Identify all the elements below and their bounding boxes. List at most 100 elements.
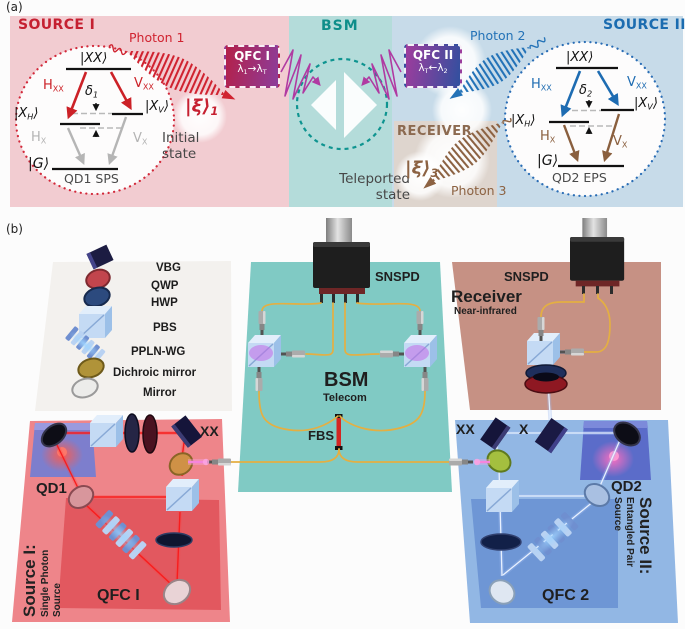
source1-side-line1: Single Photon <box>40 549 51 617</box>
filter-source1 <box>155 532 193 548</box>
source2-side-line2: Source <box>612 497 624 531</box>
source1-side-label: Source I: Single Photon Source <box>20 495 63 617</box>
delta2-label: δ2 <box>579 83 593 99</box>
glow-bsm-right <box>405 345 429 361</box>
legend-label-dichroic: Dichroic mirror <box>113 367 197 379</box>
mirror-xx-source2 <box>480 417 511 450</box>
snspd-receiver-legs <box>582 286 613 294</box>
qfc1-name: QFC I <box>234 49 270 63</box>
qfc2-region <box>471 499 618 608</box>
mirror-icon <box>71 377 99 399</box>
hxx-label-1: HXX <box>43 78 64 94</box>
bsm-triangle-left <box>311 80 336 130</box>
hx-label-1: HX <box>31 130 47 146</box>
mirror-disc-source1 <box>67 485 95 509</box>
glow-bsm-left <box>249 345 273 361</box>
xx-level-label-2: |XX⟩ <box>566 50 594 65</box>
panel-a-label: (a) <box>6 0 23 14</box>
vbg-icon <box>86 244 114 270</box>
waveplate-receiver-center <box>533 372 559 382</box>
source1-side-line2: Source <box>51 583 63 617</box>
xx-level-label-1: |XX⟩ <box>80 51 108 66</box>
dichroic-mirror-source2 <box>486 449 512 473</box>
legend-label-pbs: PBS <box>153 322 177 334</box>
bsm-circle <box>295 57 389 151</box>
snspd-bsm-legs <box>320 294 359 303</box>
qd2-label: QD2 <box>611 478 642 495</box>
telecom-photon-wave-left <box>280 49 321 100</box>
legend-panel <box>35 261 232 411</box>
qd2-circle <box>503 40 667 198</box>
bsm-triangle-right <box>344 72 377 138</box>
dichroic-mirror-source1 <box>168 452 194 476</box>
qd1-circle <box>14 44 176 196</box>
qfc2-box: QFC II λT←λ2 <box>404 44 462 88</box>
qfc2-table-label: QFC 2 <box>542 587 590 604</box>
vx-label-2: VX <box>613 134 628 150</box>
qd2-level-scheme <box>549 66 634 168</box>
g-level-label-1: |G⟩ <box>28 156 50 172</box>
snspd-receiver <box>570 218 625 287</box>
qfc1-box: QFC I λ1→λT <box>224 45 280 88</box>
receiver-table-subtitle: Near-infrared <box>454 306 517 317</box>
xx-photon-label-source1: XX <box>200 423 219 439</box>
bsm-title: BSM <box>321 18 359 34</box>
legend-label-ppln: PPLN-WG <box>131 346 186 358</box>
delta1-label: δ1 <box>85 84 99 100</box>
xh-label-1: |XH⟩ <box>14 106 39 122</box>
bsm-table-subtitle: Telecom <box>323 392 367 404</box>
vx-label-1: VX <box>133 131 148 147</box>
legend-label-vbg: VBG <box>156 262 181 274</box>
fbs-label: FBS <box>308 428 334 443</box>
xv-label-1: |XV⟩ <box>145 99 169 115</box>
fibers <box>230 293 611 463</box>
source1-title: SOURCE I <box>18 17 96 33</box>
teleported-state-caption: Teleported state <box>339 171 410 203</box>
source2-side-label: Source II: Entangled Pair Source <box>612 497 656 623</box>
pbs-source1-qfc <box>165 478 200 512</box>
bsm-table-title: BSM <box>324 369 369 391</box>
telecom-photon-wave-right <box>361 49 402 100</box>
xv-label-2: |XV⟩ <box>634 96 658 112</box>
pbs-source2-qfc <box>485 479 520 513</box>
mirror-disc-source2 <box>583 483 611 507</box>
photon1-label: Photon 1 <box>129 30 185 45</box>
photon2-wave <box>449 37 546 99</box>
snspd-receiver-label: SNSPD <box>504 269 549 284</box>
bsm-table <box>238 262 452 492</box>
qfc2-conversion: λT←λ2 <box>418 62 448 75</box>
pbs-receiver <box>526 332 561 366</box>
legend-label-hwp: HWP <box>151 297 178 309</box>
snspd-bsm-label: SNSPD <box>375 269 420 284</box>
xh-label-2: |XH⟩ <box>511 113 536 129</box>
ppln-wg-source1 <box>94 509 148 561</box>
teleported-state-ket: |ξ⟩3 <box>405 158 439 181</box>
receiver-table-title: Receiver <box>451 287 522 306</box>
photon1-wave <box>108 44 236 100</box>
filter-source2 <box>480 533 522 551</box>
source2-side-title: Source II: <box>636 497 655 575</box>
telecom-beams <box>188 458 490 466</box>
mirror-x-source2 <box>534 417 568 454</box>
receiver-title: RECEIVER <box>397 124 473 139</box>
g-level-label-2: |G⟩ <box>537 153 559 169</box>
waveplate-source1-hwp <box>124 413 140 453</box>
photon3-label: Photon 3 <box>451 183 507 198</box>
mirror-xx-source1 <box>171 415 203 448</box>
initial-state-caption: Initial state <box>162 130 200 162</box>
panel-b-graphics <box>12 218 678 623</box>
source2-side-line1: Entangled Pair <box>624 497 635 568</box>
waveplate-source1-qwp <box>142 414 158 454</box>
initial-state-ket: |ξ⟩1 <box>185 96 219 119</box>
qd2-caption: QD2 EPS <box>552 170 607 185</box>
pbs-icon <box>78 305 113 339</box>
photon2-label: Photon 2 <box>470 28 526 43</box>
hwp-icon <box>83 286 111 308</box>
vxx-label-2: VXX <box>627 75 647 91</box>
ppln-wg-icon <box>64 325 106 364</box>
mirror-source1-bottom <box>162 578 192 606</box>
mirror-source2-bottom <box>488 579 516 605</box>
hx-label-2: HX <box>540 129 556 145</box>
xx-photon-label-source2: XX <box>456 421 475 437</box>
qfc1-conversion: λ1→λT <box>237 63 267 76</box>
